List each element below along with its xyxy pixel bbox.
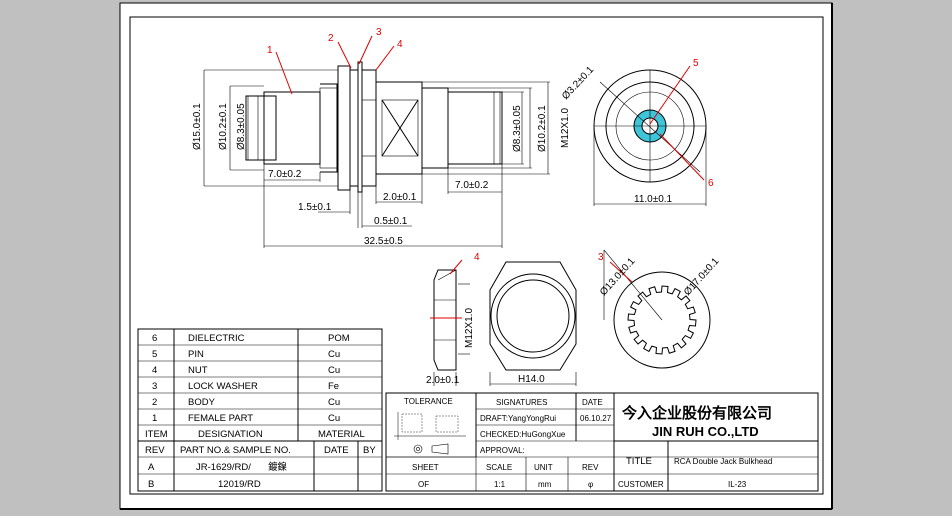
dim-d15: Ø15.0±0.1: [192, 103, 203, 150]
bom-row-material: POM: [328, 333, 350, 344]
tolerance-table-icon: [394, 412, 466, 440]
bom-row-material: Cu: [328, 413, 340, 424]
scale-value: 1:1: [494, 480, 506, 489]
rev-row-part: 12019/RD: [218, 479, 261, 490]
signatures-label: SIGNATURES: [496, 398, 547, 407]
dim-m12-side: M12X1.0: [560, 108, 571, 148]
dim-len1-5: 1.5±0.1: [298, 202, 332, 213]
company-name-cn: 今入企业股份有限公司: [621, 404, 772, 422]
bom-row-material: Cu: [328, 349, 340, 360]
dim-d8-right: Ø8.3±0.05: [512, 105, 523, 152]
title-value: RCA Double Jack Bulkhead: [674, 457, 772, 466]
balloon-1: 1: [267, 45, 273, 56]
bom-header-designation: DESIGNATION: [198, 429, 263, 440]
checked-signature: CHECKED:HuGongXue: [480, 430, 566, 439]
rev-row-rev: B: [148, 479, 154, 490]
bom-row-no: 6: [152, 333, 157, 344]
bom-row-name: PIN: [188, 349, 204, 360]
customer-value: IL-23: [728, 480, 747, 489]
dim-len7-right: 7.0±0.2: [455, 180, 489, 191]
unit-label: UNIT: [534, 463, 553, 472]
sheet-label: SHEET: [412, 463, 439, 472]
bom-row-no: 3: [152, 381, 157, 392]
nut-side-view: 4 M12X1.0 2.0±0.1: [426, 252, 480, 386]
bom-row-no: 5: [152, 349, 157, 360]
balloon-6: 6: [708, 178, 714, 189]
draft-date: 06.10.27: [580, 414, 612, 423]
bom-row-name: DIELECTRIC: [188, 333, 245, 344]
rev-header-date: DATE: [324, 445, 349, 456]
dim-len32-5: 32.5±0.5: [364, 236, 403, 247]
balloon-4: 4: [397, 39, 403, 50]
dim-d8-left: Ø8.3±0.05: [236, 103, 247, 150]
dim-nut-h14: H14.0: [518, 374, 545, 385]
rev-label: REV: [582, 463, 599, 472]
tolerance-label: TOLERANCE: [404, 397, 453, 406]
sheet-value: OF: [418, 480, 429, 489]
bom-row-name: LOCK WASHER: [188, 381, 258, 392]
bom-row-name: BODY: [188, 397, 216, 408]
rev-row-part: JR-1629/RD/: [196, 462, 251, 473]
drawing-border: [129, 16, 824, 495]
scale-label: SCALE: [486, 463, 512, 472]
balloon-2: 2: [328, 33, 334, 44]
rev-row-part-cjk: 鍍鎳: [268, 461, 288, 473]
balloon-3: 3: [376, 27, 382, 38]
revision-table: REV PART NO.& SAMPLE NO. DATE BY A JR-16…: [137, 440, 383, 492]
washer-teeth: [627, 285, 697, 355]
rev-header-by: BY: [363, 445, 376, 456]
company-name-en: JIN RUH CO.,LTD: [652, 424, 759, 439]
dim-nut-m12: M12X1.0: [464, 308, 475, 348]
projection-symbol-icon: [413, 443, 449, 455]
rev-header-rev: REV: [145, 445, 165, 456]
dim-d10-right: Ø10.2±0.1: [537, 105, 548, 152]
dim-len2: 2.0±0.1: [383, 192, 417, 203]
dim-d10-left: Ø10.2±0.1: [218, 103, 229, 150]
bom-row-material: Cu: [328, 397, 340, 408]
bom-row-name: NUT: [188, 365, 208, 376]
approval-signature: APPROVAL:: [480, 446, 525, 455]
title-label: TITLE: [626, 456, 652, 467]
bom-row-name: FEMALE PART: [188, 413, 253, 424]
title-block: TOLERANCE SIGNATURES DATE DRAFT:YangYong…: [385, 392, 819, 492]
bom-row-no: 4: [152, 365, 157, 376]
bom-row-no: 1: [152, 413, 157, 424]
balloon-3-washer: 3: [598, 252, 604, 263]
rev-header-part: PART NO.& SAMPLE NO.: [180, 445, 291, 456]
balloon-4-nut: 4: [474, 252, 480, 263]
bom-header-material: MATERIAL: [318, 429, 365, 440]
dim-width11: 11.0±0.1: [634, 194, 673, 205]
dim-len0-5: 0.5±0.1: [374, 216, 408, 227]
bom-header-item: ITEM: [145, 429, 168, 440]
date-label: DATE: [582, 398, 603, 407]
customer-label: CUSTOMER: [618, 480, 664, 489]
rev-value: φ: [588, 480, 593, 489]
nut-front-view: H14.0: [489, 261, 577, 386]
bom-row-no: 2: [152, 397, 157, 408]
bom-row-material: Cu: [328, 365, 340, 376]
balloon-5: 5: [693, 58, 699, 69]
unit-value: mm: [538, 480, 552, 489]
rev-row-rev: A: [148, 462, 155, 473]
dim-nut-2: 2.0±0.1: [426, 375, 460, 386]
bom-row-material: Fe: [328, 381, 339, 392]
side-view: Ø15.0±0.1 Ø10.2±0.1 Ø8.3±0.05 7.0±0.2 Ø8…: [192, 27, 571, 248]
dim-len7-left: 7.0±0.2: [268, 169, 302, 180]
draft-signature: DRAFT:YangYongRui: [480, 414, 556, 423]
